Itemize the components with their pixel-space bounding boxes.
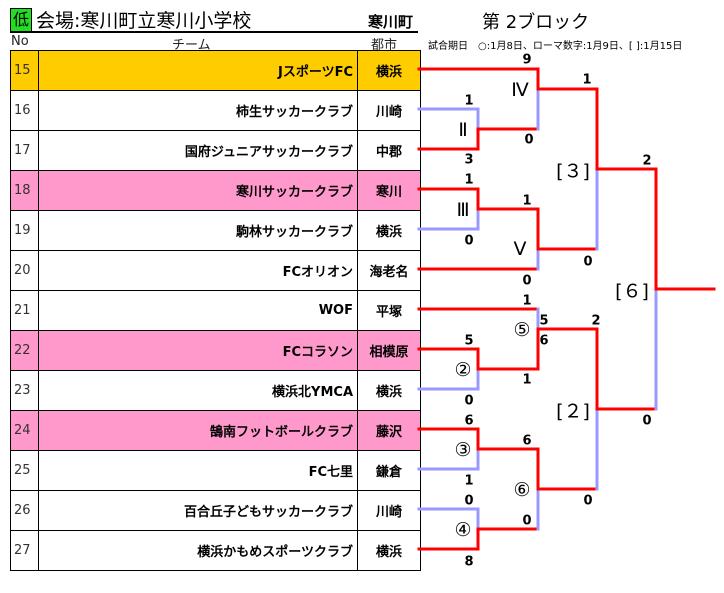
score: 0 [583,493,593,509]
match-label: ⑥ [513,479,531,501]
team-city: 横浜 [357,210,421,251]
score: 1 [464,172,474,188]
team-no: 23 [10,370,39,411]
score: 2 [591,313,601,329]
team-no: 16 [10,90,39,131]
team-name: 横浜北YMCA [38,370,358,411]
team-name: 寒川サッカークラブ [38,170,358,211]
score: 1 [522,372,532,388]
team-name: 国府ジュニアサッカークラブ [38,130,358,171]
team-no: 27 [10,530,39,571]
col-team-header: チーム [172,38,211,53]
team-city: 鎌倉 [357,450,421,491]
match-label: ⑤ [513,319,531,341]
team-name: WOF [38,290,358,331]
match-label: [３] [556,160,590,183]
team-city: 平塚 [357,290,421,331]
team-city: 中郡 [357,130,421,171]
venue-title: 会場:寒川町立寒川小学校 [36,10,252,32]
team-name: FCコラソン [38,330,358,371]
score: 0 [583,254,593,270]
score: 0 [522,513,532,529]
score: 0 [524,132,534,148]
team-city: 相模原 [357,330,421,371]
date-note: 試合期日 ○:1月8日、ローマ数字:1月9日、[ ]:1月15日 [428,41,683,52]
title-underline [10,31,418,33]
score: 9 [522,52,532,68]
team-no: 20 [10,250,39,291]
score: 1 [582,72,592,88]
team-name: 横浜かもめスポーツクラブ [38,530,358,571]
team-no: 19 [10,210,39,251]
score: 0 [464,493,474,509]
team-city: 藤沢 [357,410,421,451]
block-title: 第 2ブロック [482,12,590,33]
team-city: 海老名 [357,250,421,291]
score: 1 [464,93,474,109]
team-name: FCオリオン [38,250,358,291]
team-name: 柿生サッカークラブ [38,90,358,131]
score: 6 [464,413,474,429]
team-name: JスポーツFC [38,50,358,91]
score: 6 [522,433,532,449]
team-no: 15 [10,50,39,91]
match-label: Ⅱ [458,119,468,141]
team-city: 川崎 [357,90,421,131]
team-no: 18 [10,170,39,211]
score: 8 [464,554,474,570]
team-no: 24 [10,410,39,451]
score: 1 [522,293,532,309]
team-city: 横浜 [357,50,421,91]
col-city-header: 都市 [371,38,398,53]
col-no-header: No [11,34,29,49]
match-label: Ⅲ [456,199,470,221]
match-label: ④ [454,519,472,541]
score: 0 [642,413,652,429]
grade-badge: 低 [10,8,32,32]
score: 3 [464,152,474,168]
score: 1 [522,193,532,209]
match-label: Ⅳ [511,79,529,101]
score: 0 [464,233,474,249]
team-name: FC七里 [38,450,358,491]
team-city: 川崎 [357,490,421,531]
score: 2 [642,153,652,169]
score: 5 [539,313,549,329]
town-label: 寒川町 [368,13,414,31]
team-no: 25 [10,450,39,491]
match-label: ② [454,359,472,381]
score: 5 [464,333,474,349]
score: 0 [522,273,532,289]
score: 1 [464,473,474,489]
match-label: ③ [454,439,472,461]
match-label: [２] [556,400,590,423]
match-label: Ⅴ [513,238,527,260]
team-city: 寒川 [357,170,421,211]
score: 6 [539,333,549,349]
team-name: 鵠南フットボールクラブ [38,410,358,451]
score: 0 [464,393,474,409]
match-label: [６] [615,280,649,303]
